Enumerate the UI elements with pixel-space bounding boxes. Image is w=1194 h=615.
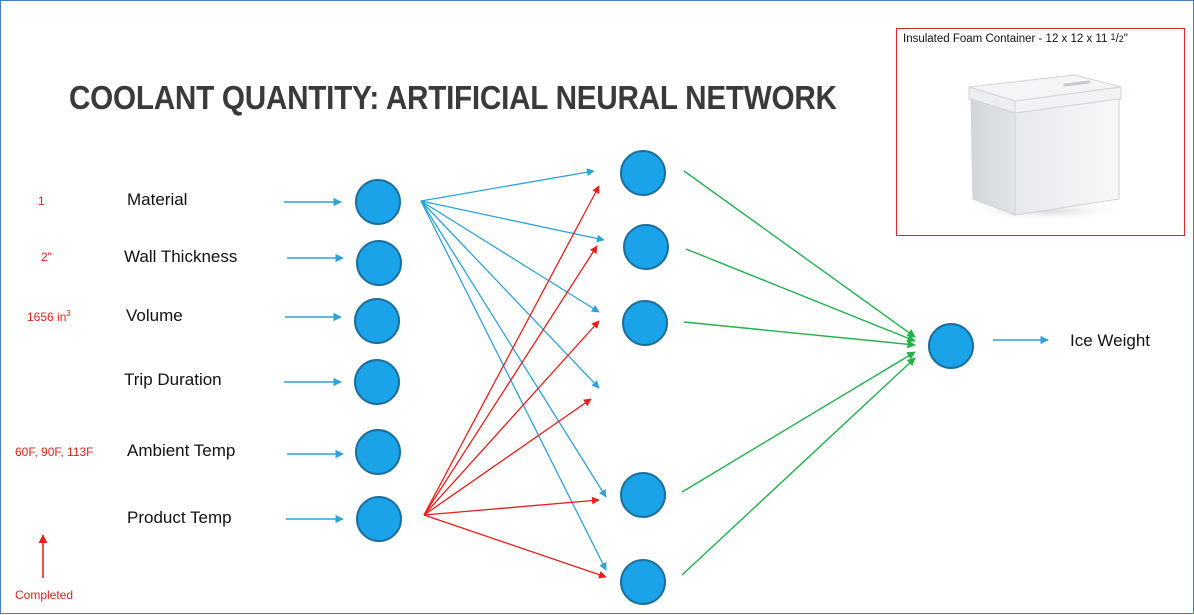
- hidden-node-3: [622, 300, 668, 346]
- label-material: Material: [127, 190, 188, 209]
- node-output: [928, 323, 974, 369]
- product-image-panel: Insulated Foam Container - 12 x 12 x 11 …: [896, 28, 1185, 236]
- input-layer: [354, 179, 402, 542]
- node-material: [355, 179, 401, 225]
- label-wall-thickness: Wall Thickness: [124, 247, 238, 266]
- product-temp-edges: [423, 185, 607, 579]
- label-ambient-temp: Ambient Temp: [127, 441, 236, 460]
- value-material: 1: [38, 194, 45, 208]
- page-title: COOLANT QUANTITY: ARTIFICIAL NEURAL NETW…: [69, 79, 837, 116]
- hidden-node-1: [620, 150, 666, 196]
- product-caption: Insulated Foam Container - 12 x 12 x 11 …: [903, 32, 1128, 45]
- hidden-node-2: [623, 224, 669, 270]
- hidden-node-4: [620, 472, 666, 518]
- node-wall-thickness: [356, 240, 402, 286]
- label-product-temp: Product Temp: [127, 508, 232, 527]
- value-ambient-temp: 60F, 90F, 113F: [15, 445, 94, 459]
- node-product-temp: [356, 496, 402, 542]
- node-ambient-temp: [355, 429, 401, 475]
- hidden-layer: [620, 150, 669, 605]
- node-volume: [354, 298, 400, 344]
- label-ice-weight: Ice Weight: [1070, 331, 1151, 350]
- node-trip-duration: [354, 359, 400, 405]
- value-wall-thickness: 2": [41, 250, 52, 264]
- material-edges: [420, 168, 607, 571]
- output-edges: [681, 170, 916, 576]
- completed-note: Completed: [15, 588, 74, 602]
- label-trip-duration: Trip Duration: [124, 370, 222, 389]
- foam-container-image: [963, 74, 1131, 221]
- input-arrows: [284, 197, 344, 524]
- hidden-node-5: [620, 559, 666, 605]
- value-volume: 1656 in3: [27, 309, 71, 324]
- label-volume: Volume: [126, 306, 183, 325]
